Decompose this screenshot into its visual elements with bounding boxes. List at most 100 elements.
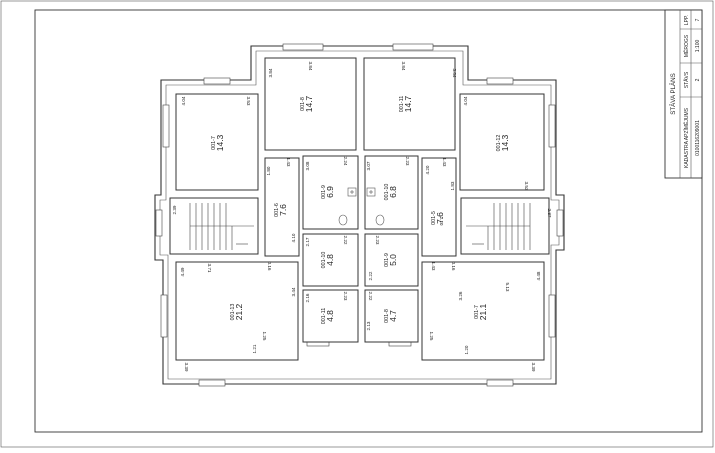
room-area-label: 4.8 (325, 254, 335, 266)
room-001-7-bottom-right (421, 261, 545, 361)
room-area-label: 21.1 (478, 303, 488, 320)
room-area-label: 4.7 (388, 310, 398, 322)
window (160, 294, 168, 338)
room-001-9-small (364, 233, 419, 287)
rooms (169, 57, 550, 361)
dimension-labels: 4.04 3.53 3.84 3.84 3.84 3.84 4.04 3.53 … (172, 62, 552, 372)
room-id-label: 001-7 (211, 136, 217, 150)
dimension-label: 3.84 (401, 62, 406, 71)
room-area-label: 14.3 (215, 134, 225, 151)
room-id-label: 001-11 (399, 96, 405, 112)
room-id-label: 001-8 (384, 309, 390, 323)
dimension-label: 1.20 (464, 345, 469, 354)
window (392, 43, 434, 51)
sheet-inner-border (34, 9, 703, 433)
room-id-label: 6.8 (388, 186, 398, 198)
room-001-10-bath (364, 155, 419, 230)
toilet-fixture (375, 214, 385, 226)
fixtures (338, 187, 385, 226)
room-id-label: 001-12 (496, 135, 502, 152)
room-id-label: 001-9 (384, 253, 390, 267)
dimension-label: 1.43 (431, 262, 436, 271)
room-id-label: 001-13 (230, 304, 236, 321)
title-block-frame (664, 9, 703, 179)
room-id-label: 001-8 (300, 97, 306, 111)
dimension-label: 2.22 (368, 271, 373, 280)
drain-fixture (366, 187, 376, 197)
room-id-label: 001-5 (431, 211, 437, 225)
room-area-label: 4.8 (325, 310, 335, 322)
window (155, 209, 163, 237)
title-block: STĀVA PLĀNS KADASTRA APZĪMĒJUMS 01001162… (664, 9, 703, 179)
room-labels: 001-7 14.3 001-8 14.7 001-11 14.7 001-12… (211, 95, 510, 324)
dimension-label: 3.39 (531, 363, 536, 372)
window (282, 43, 324, 51)
room-id-label: 001-6 (274, 203, 280, 217)
window (162, 104, 170, 148)
room-001-8-top (264, 57, 357, 151)
room-area-label: 14.7 (403, 95, 413, 112)
stair-right-steps (466, 203, 531, 250)
dimension-label: 4.04 (463, 96, 468, 105)
drain-fixture (347, 187, 357, 197)
dimension-label: 0.16 (451, 262, 456, 271)
room-area-label: 21.2 (234, 303, 244, 320)
dimension-label: 1.43 (286, 158, 291, 167)
dimension-label: 2.39 (172, 205, 177, 214)
room-area-label: 7.6 (435, 212, 445, 224)
dimension-label: 4.20 (425, 165, 430, 174)
dimension-label: 3.26 (458, 291, 463, 300)
room-001-9-bath (302, 155, 359, 230)
dimension-label: 4.48 (536, 271, 541, 280)
dimension-label: 3.84 (452, 69, 457, 78)
room-001-7-top-left (175, 93, 259, 191)
window (486, 77, 514, 85)
dimension-label: 3.39 (184, 363, 189, 372)
dimension-label: 4.04 (181, 96, 186, 105)
title-block-lpp-label: LPP. (684, 15, 690, 25)
dimension-label: 3.44 (291, 287, 296, 296)
room-001-13-bottom-left (175, 261, 299, 361)
window (486, 379, 514, 387)
room-001-12-top-right (459, 93, 545, 191)
windows (155, 43, 564, 387)
room-001-11-bottom (302, 289, 359, 343)
dimension-label: 3.84 (268, 68, 273, 77)
room-area-label: 6.9 (325, 186, 335, 198)
dimension-label: 3.08 (305, 161, 310, 170)
dimension-label: 3.84 (308, 62, 313, 71)
dimension-label: 2.23 (405, 157, 410, 166)
window (203, 77, 231, 85)
dimension-label: 1.83 (450, 181, 455, 190)
title-block-kadastra-value: 0100116209001 (695, 120, 701, 156)
stairs (189, 203, 531, 250)
window (548, 104, 556, 148)
dimension-label: 1.25 (262, 332, 267, 341)
dimension-label: 2.23 (375, 236, 380, 245)
title-block-merogs-value: 1:100 (695, 40, 701, 53)
room-area-label: 14.3 (500, 134, 510, 151)
window (556, 209, 564, 237)
title-block-stavs-value: 2 (695, 78, 701, 81)
room-area-label: 7.6 (278, 204, 288, 216)
dimension-label: 3.53 (246, 97, 251, 106)
room-001-11-top (363, 57, 456, 151)
dimension-label: 2.22 (343, 236, 348, 245)
dimension-label: 2.24 (343, 157, 348, 166)
dimension-label: 5.13 (505, 283, 510, 292)
dimension-label: 2.16 (305, 293, 310, 302)
title-block-stavs-label: STĀVS (683, 71, 690, 88)
dimension-label: 1.25 (429, 332, 434, 341)
window (198, 379, 226, 387)
dimension-label: 2.17 (305, 237, 310, 246)
title-block-kadastra-label: KADASTRA APZĪMĒJUMS (683, 107, 690, 168)
dimension-label: 3.71 (207, 264, 212, 273)
room-001-5 (421, 157, 457, 257)
dimension-label: 2.22 (368, 292, 373, 301)
title-block-merogs-label: MĒROGS (683, 34, 690, 57)
dimension-label: 2.13 (366, 321, 371, 330)
dimension-label: 2.10 (439, 217, 444, 226)
dimension-label: 4.49 (180, 267, 185, 276)
